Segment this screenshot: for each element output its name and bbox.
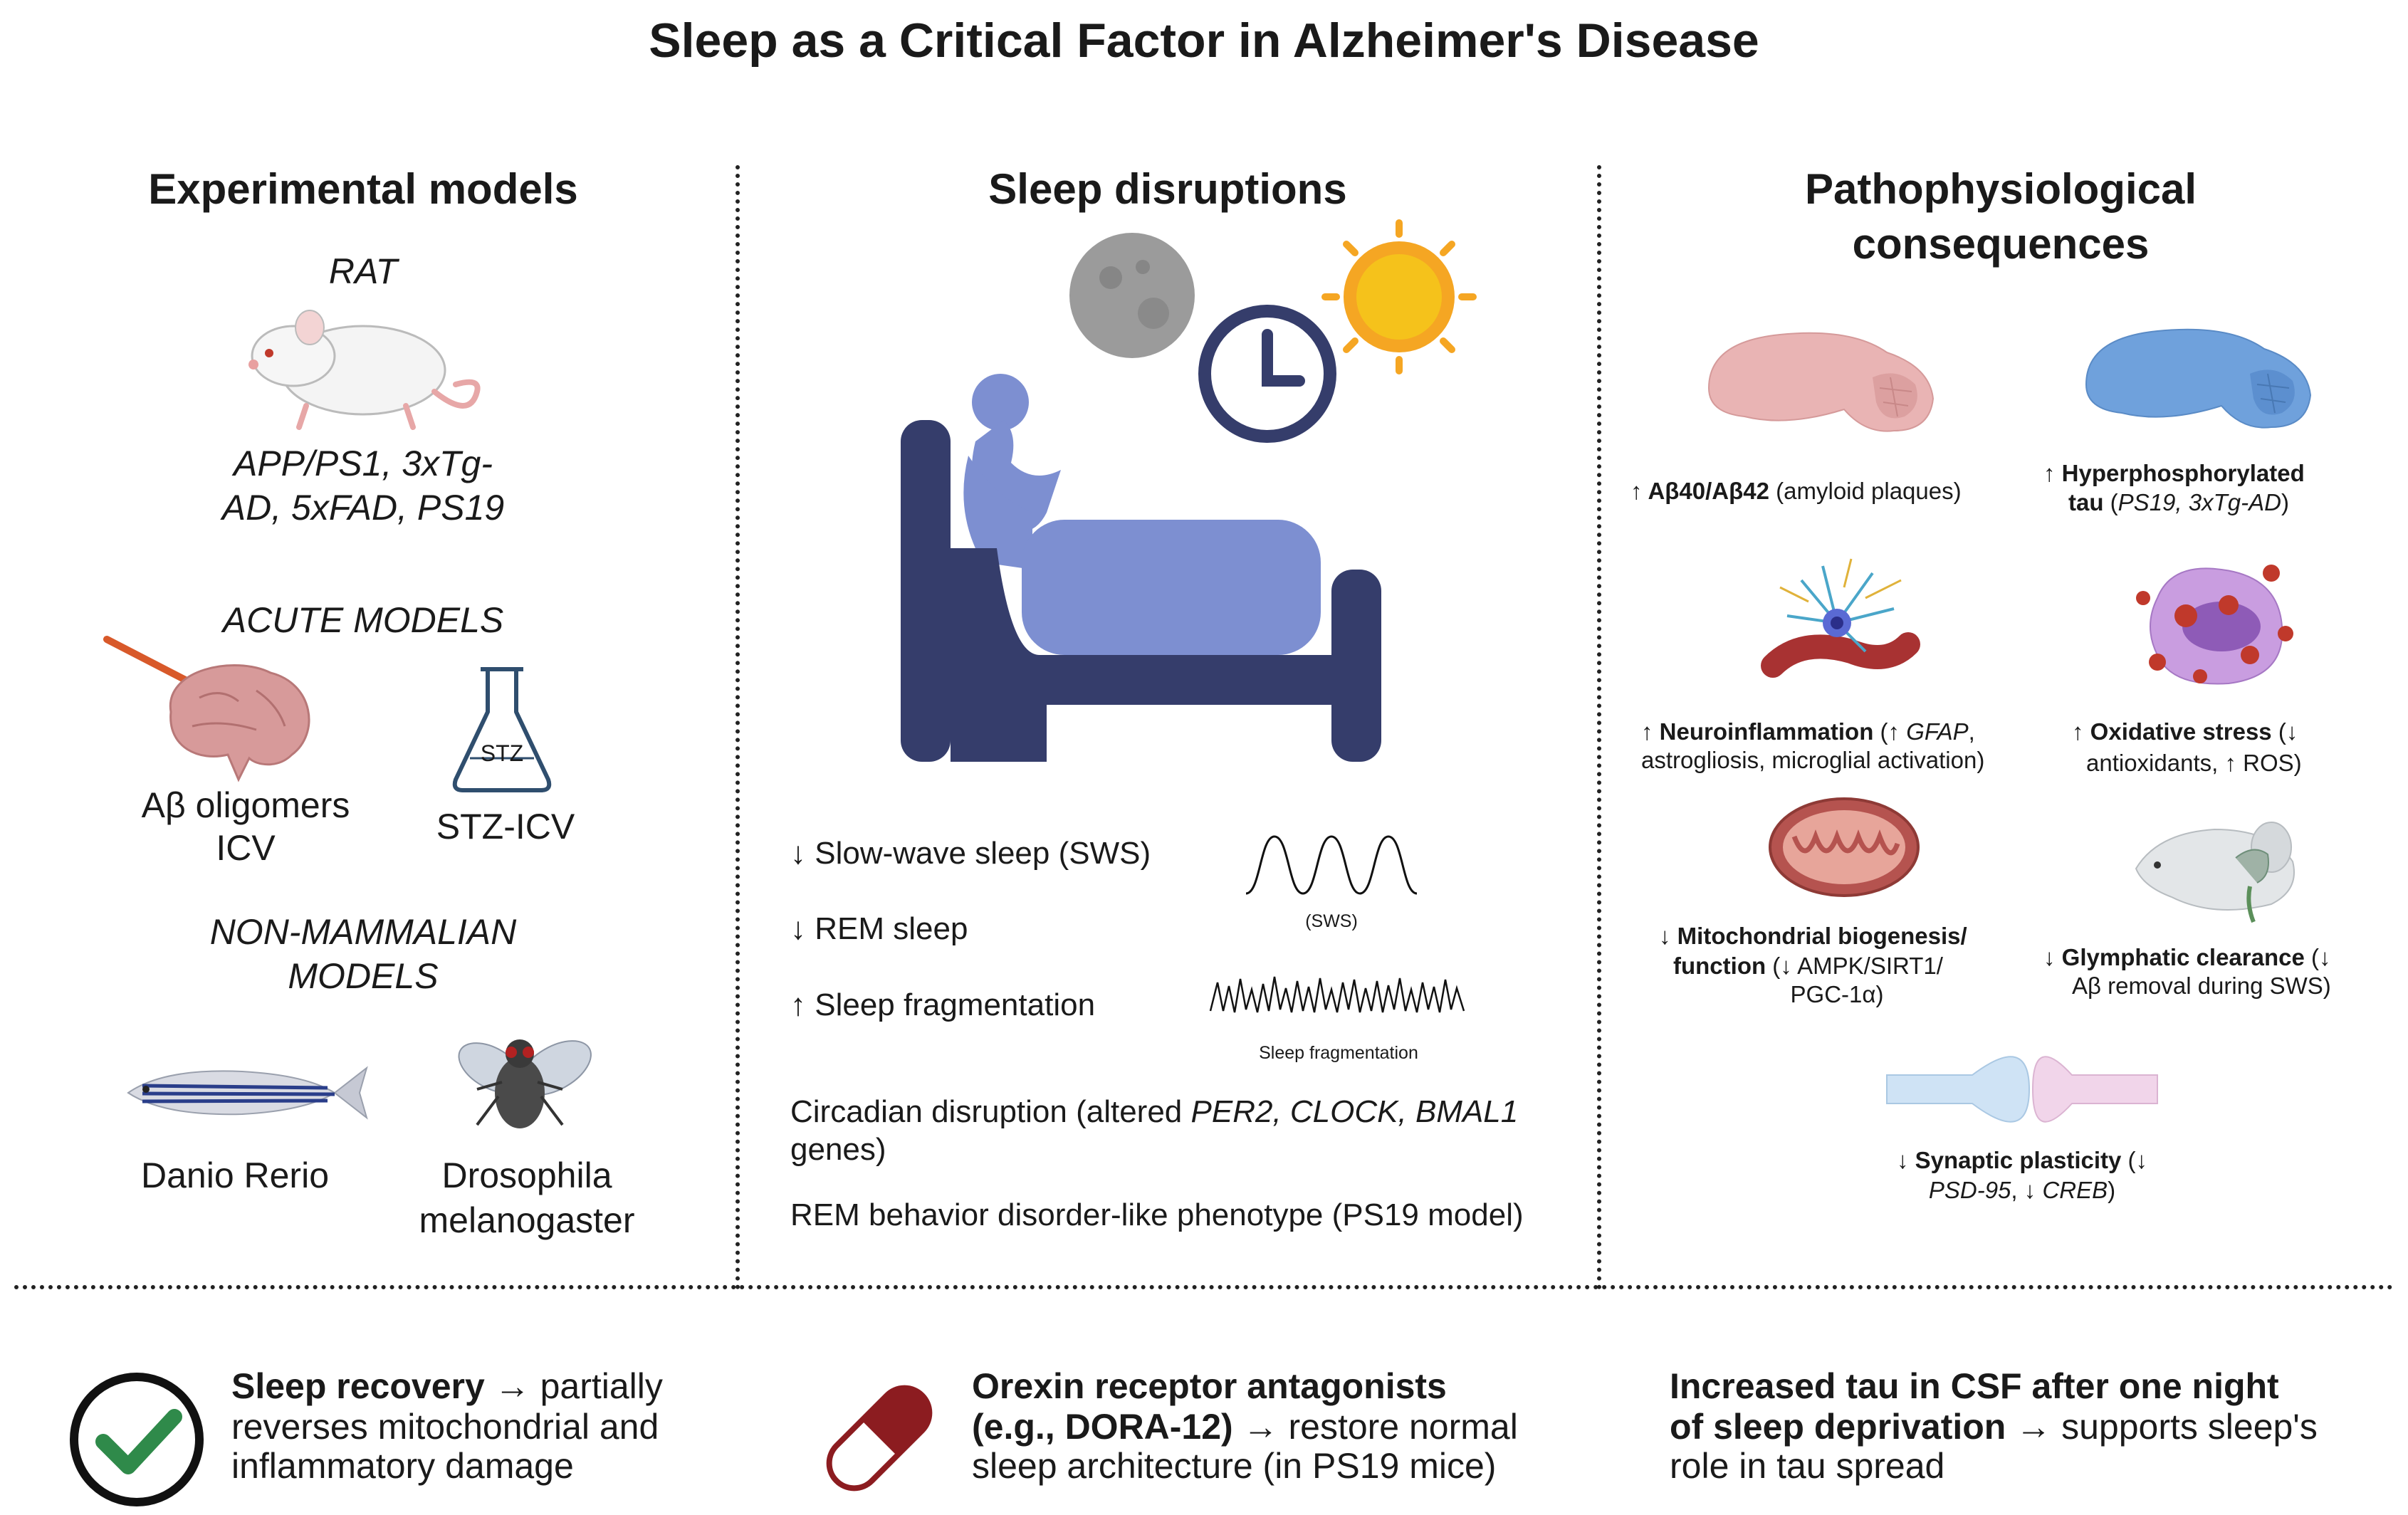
circadian-item-line2: genes): [790, 1132, 886, 1167]
rbd-item: REM behavior disorder-like phenotype (PS…: [790, 1197, 1524, 1232]
zebrafish-icon: [127, 1066, 368, 1120]
sleep-title: Sleep disruptions: [988, 165, 1347, 213]
neuroinflammation-label-line1: ↑ Neuroinflammation (↑ GFAP,: [1641, 718, 1975, 745]
synapse-icon: [1886, 1056, 2158, 1123]
synaptic-label-line2: PSD-95, ↓ CREB): [1928, 1177, 2116, 1203]
bed-sleep-illustration: [901, 219, 1477, 762]
column-separator-left: [736, 165, 740, 1290]
patho-title-line1: Pathophysiological: [1804, 165, 2197, 213]
circadian-item: Circadian disruption (altered PER2, CLOC…: [790, 1094, 1519, 1129]
orexin-text-line2: (e.g., DORA-12) → restore normal: [972, 1407, 1518, 1447]
recovery-text-line3: inflammatory damage: [231, 1446, 574, 1486]
slow-wave-trace: [1245, 835, 1418, 895]
abeta-label-line2: ICV: [216, 828, 276, 868]
zebrafish-label: Danio Rerio: [140, 1155, 329, 1195]
sws-item: ↓ Slow-wave sleep (SWS): [790, 836, 1151, 871]
tau-label-line2: tau (PS19, 3xTg-AD): [2068, 489, 2289, 515]
neuroinflammation-label-line2: astrogliosis, microglial activation): [1641, 747, 1985, 773]
rat-label: RAT: [328, 251, 398, 291]
recovery-text-line2: reverses mitochondrial and: [231, 1407, 659, 1447]
mitochondrial-label-line1: ↓ Mitochondrial biogenesis/: [1659, 923, 1967, 949]
fragmentation-caption: Sleep fragmentation: [1259, 1043, 1418, 1063]
nonmammal-label-line1: NON-MAMMALIAN: [209, 912, 517, 952]
oxidative-stress-icon: [2136, 565, 2293, 685]
mitochondrion-icon: [1769, 797, 1920, 897]
column-separator-right: [1597, 165, 1601, 1290]
acute-models-label: ACUTE MODELS: [222, 600, 504, 640]
flask-label: STZ: [480, 740, 524, 766]
rat-strains-line2: AD, 5xFAD, PS19: [221, 488, 505, 528]
tau-csf-text-line3: role in tau spread: [1670, 1446, 1945, 1486]
oxidative-label-line2: antioxidants, ↑ ROS): [2086, 750, 2302, 776]
synaptic-label-line1: ↓ Synaptic plasticity (↓: [1896, 1147, 2148, 1173]
models-title: Experimental models: [148, 165, 578, 213]
oxidative-label-line1: ↑ Oxidative stress (↓: [2072, 718, 2298, 745]
fragmentation-trace: [1209, 976, 1465, 1013]
figure-title: Sleep as a Critical Factor in Alzheimer'…: [649, 14, 1759, 68]
capsule-icon: [826, 1385, 933, 1492]
glymphatic-label-line2: Aβ removal during SWS): [2072, 973, 2331, 999]
mitochondrial-label-line3: PGC-1α): [1790, 981, 1884, 1007]
amyloid-label: ↑ Aβ40/Aβ42 (amyloid plaques): [1630, 478, 1962, 504]
drosophila-label-line1: Drosophila: [441, 1155, 612, 1195]
recovery-text-line1: Sleep recovery → partially: [231, 1366, 663, 1406]
rat-icon: [248, 310, 481, 430]
rat-strains-line1: APP/PS1, 3xTg-: [233, 444, 493, 483]
brain-injection-icon: [103, 636, 310, 782]
drosophila-icon: [458, 1039, 592, 1128]
tau-csf-text-line2: of sleep deprivation → supports sleep's: [1670, 1407, 2318, 1447]
fragmentation-item: ↑ Sleep fragmentation: [790, 987, 1096, 1022]
abeta-label-line1: Aβ oligomers: [141, 785, 350, 825]
orexin-text-line3: sleep architecture (in PS19 mice): [972, 1446, 1497, 1486]
check-icon: [70, 1373, 204, 1506]
tau-brain-icon: [2085, 328, 2312, 429]
flask-icon: [452, 667, 552, 792]
bottom-separator: [14, 1285, 2394, 1289]
amyloid-brain-icon: [1707, 332, 1935, 432]
sws-caption: (SWS): [1305, 911, 1358, 931]
glymphatic-mouse-icon: [2135, 822, 2295, 923]
tau-csf-text-line1: Increased tau in CSF after one night: [1670, 1366, 2279, 1406]
orexin-text-line1: Orexin receptor antagonists: [972, 1366, 1447, 1406]
drosophila-label-line2: melanogaster: [419, 1200, 635, 1240]
patho-title-line2: consequences: [1852, 220, 2150, 268]
tau-label-line1: ↑ Hyperphosphorylated: [2043, 460, 2305, 486]
glymphatic-label-line1: ↓ Glymphatic clearance (↓: [2043, 944, 2331, 970]
stz-icv-label: STZ-ICV: [436, 807, 575, 846]
neuroinflammation-cell-icon: [1761, 558, 1920, 678]
mitochondrial-label-line2: function (↓ AMPK/SIRT1/: [1673, 953, 1943, 979]
nonmammal-label-line2: MODELS: [288, 956, 439, 996]
rem-item: ↓ REM sleep: [790, 911, 968, 946]
